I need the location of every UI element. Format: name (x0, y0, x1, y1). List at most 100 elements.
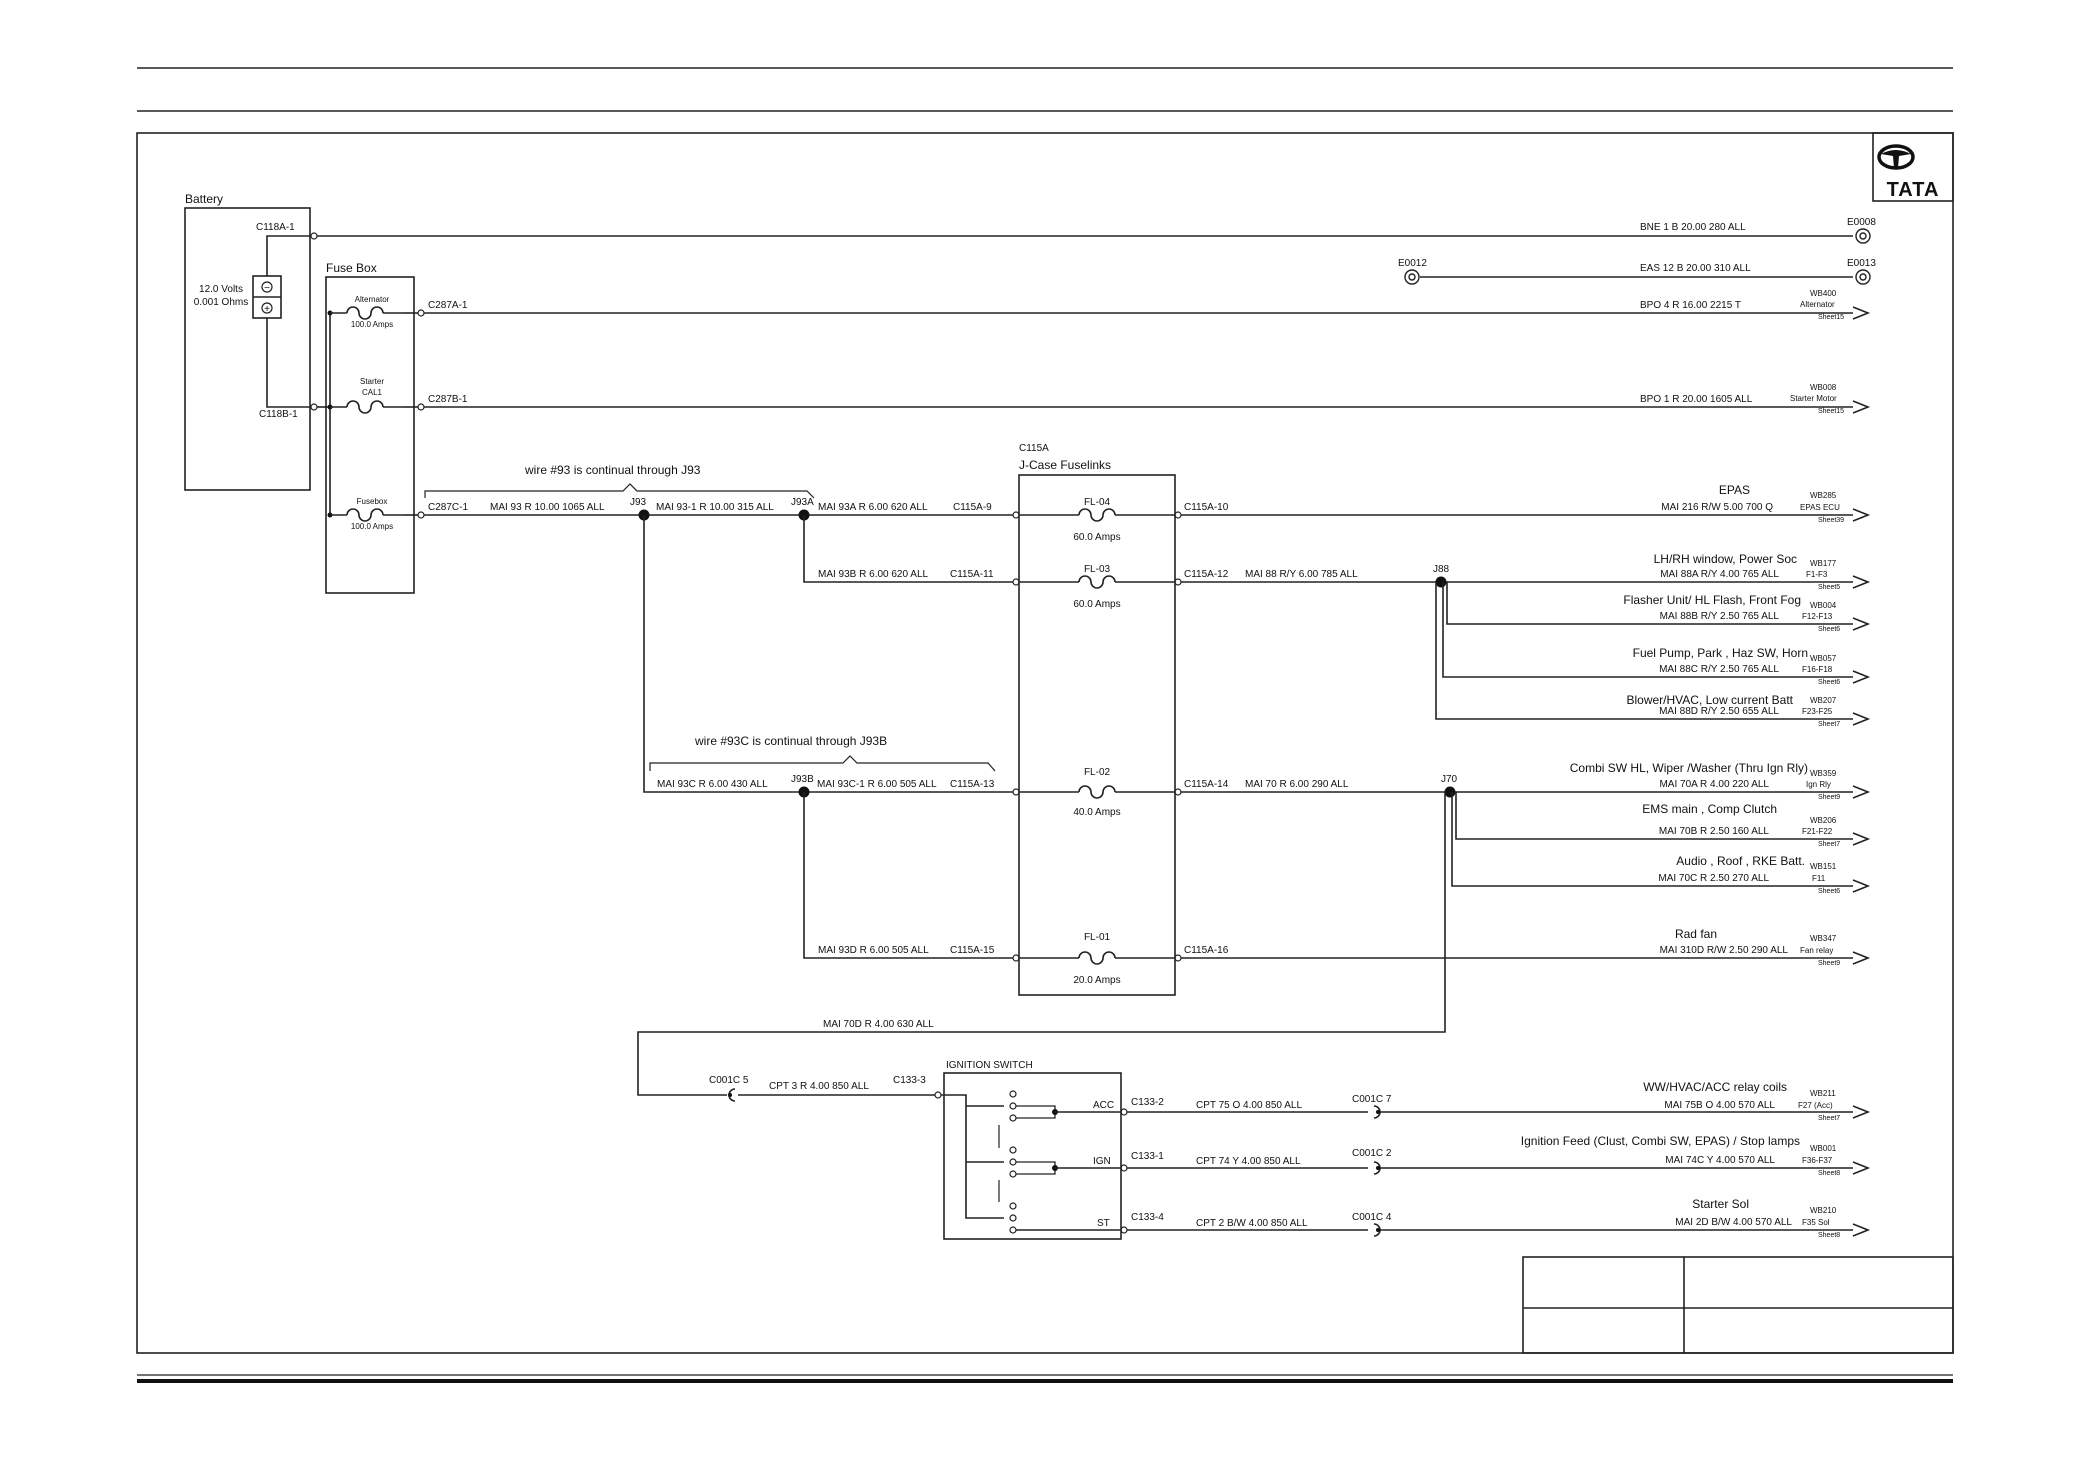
svg-text:C001C 4: C001C 4 (1352, 1212, 1392, 1223)
svg-text:Sheet6: Sheet6 (1818, 888, 1840, 895)
svg-text:MAI 88B R/Y 2.50 765 ALL: MAI 88B R/Y 2.50 765 ALL (1660, 611, 1780, 622)
svg-text:C115A: C115A (1019, 443, 1049, 454)
wire-93c (643, 515, 1013, 793)
svg-text:F12-F13: F12-F13 (1802, 612, 1833, 621)
svg-text:J93B: J93B (791, 774, 814, 785)
conn-c115a-9: C115A-9 (953, 502, 992, 513)
svg-text:Sheet7: Sheet7 (1818, 721, 1840, 728)
ground-e0008: E0008 (1847, 217, 1876, 244)
ign-output-st: C133-4 CPT 2 B/W 4.00 850 ALL C001C 4 St… (1127, 1197, 1871, 1239)
conn-c133-3: C133-3 (893, 1075, 926, 1086)
ignition-switch: IGNITION SWITCH ACC IGN ST (941, 1060, 1128, 1240)
svg-text:MAI 93D R 6.00 505 ALL: MAI 93D R 6.00 505 ALL (818, 945, 929, 956)
conn-c115a-16: C115A-16 (1184, 945, 1229, 956)
tata-logo: TATA (1872, 132, 1954, 202)
svg-text:CPT 2 B/W 4.00 850 ALL: CPT 2 B/W 4.00 850 ALL (1196, 1218, 1308, 1229)
jcase-fuselinks: C115A J-Case Fuselinks FL-04 60.0 Amps F… (1012, 443, 1182, 996)
svg-text:Rad fan: Rad fan (1675, 927, 1717, 941)
note-wire-93c: wire #93C is continual through J93B (649, 734, 996, 772)
svg-text:WW/HVAC/ACC relay coils: WW/HVAC/ACC relay coils (1643, 1080, 1787, 1094)
conn-c115a-14: C115A-14 (1184, 779, 1229, 790)
fuse-starter: Starter CAL1 (330, 377, 404, 414)
svg-text:WB001: WB001 (1810, 1144, 1837, 1153)
battery-conn-c118a: C118A-1 (256, 222, 295, 233)
svg-text:WB285: WB285 (1810, 491, 1837, 500)
wire-70b (1455, 792, 1853, 840)
svg-text:FL-02: FL-02 (1084, 767, 1111, 778)
fuse-box: Fuse Box Alternator 100.0 Amps Starter C… (317, 261, 425, 594)
wire-88d (1435, 582, 1853, 720)
svg-text:Ign Rly: Ign Rly (1806, 780, 1831, 789)
svg-text:Starter Sol: Starter Sol (1692, 1197, 1749, 1211)
wire-bpo1-label: BPO 1 R 20.00 1605 ALL (1640, 394, 1753, 405)
output-ems-main: EMS main , Comp Clutch MAI 70B R 2.50 16… (1642, 802, 1871, 848)
battery-minus: − (264, 283, 270, 294)
svg-text:C001C 2: C001C 2 (1352, 1148, 1392, 1159)
output-combi-sw: Combi SW HL, Wiper /Washer (Thru Ign Rly… (1570, 761, 1871, 801)
output-alternator: WB400 Alternator Sheet15 (1800, 289, 1871, 321)
svg-text:F21-F22: F21-F22 (1802, 827, 1833, 836)
svg-text:J93A: J93A (791, 497, 814, 508)
ign-output-acc: C133-2 CPT 75 O 4.00 850 ALL C001C 7 WW/… (1127, 1080, 1871, 1122)
svg-text:C001C 5: C001C 5 (709, 1075, 749, 1086)
title-block (1522, 1256, 1954, 1354)
svg-text:Sheet7: Sheet7 (1818, 1115, 1840, 1122)
svg-text:MAI 70C R 2.50 270 ALL: MAI 70C R 2.50 270 ALL (1658, 873, 1769, 884)
svg-text:40.0 Amps: 40.0 Amps (1073, 807, 1120, 818)
svg-text:J70: J70 (1441, 774, 1458, 785)
battery-block: Battery − + 12.0 Volts 0.001 Ohms C118A-… (184, 192, 318, 491)
svg-text:wire #93C is continual through: wire #93C is continual through J93B (694, 734, 887, 748)
output-flasher-unit: Flasher Unit/ HL Flash, Front Fog MAI 88… (1623, 593, 1871, 633)
svg-text:WB347: WB347 (1810, 934, 1837, 943)
svg-text:MAI 216 R/W 5.00 700 Q: MAI 216 R/W 5.00 700 Q (1661, 502, 1773, 513)
svg-text:60.0 Amps: 60.0 Amps (1073, 532, 1120, 543)
svg-text:Sheet15: Sheet15 (1818, 408, 1844, 415)
wire-eas12-label: EAS 12 B 20.00 310 ALL (1640, 263, 1751, 274)
fuse-fl02: FL-02 40.0 Amps (1019, 767, 1175, 818)
svg-text:Alternator: Alternator (1800, 300, 1835, 309)
svg-text:F11: F11 (1812, 874, 1826, 883)
ign-output-ign: C133-1 CPT 74 Y 4.00 850 ALL C001C 2 Ign… (1127, 1134, 1871, 1177)
svg-text:F1-F3: F1-F3 (1806, 570, 1828, 579)
output-starter-motor: WB008 Starter Motor Sheet15 (1790, 383, 1871, 415)
battery-ohms: 0.001 Ohms (194, 297, 248, 308)
svg-text:WB151: WB151 (1810, 862, 1837, 871)
note-wire-93: wire #93 is continual through J93 (424, 463, 815, 499)
svg-text:Sheet9: Sheet9 (1818, 960, 1840, 967)
svg-text:MAI 93B R 6.00 620 ALL: MAI 93B R 6.00 620 ALL (818, 569, 929, 580)
svg-text:Sheet6: Sheet6 (1818, 626, 1840, 633)
fuse-fl03: FL-03 60.0 Amps (1019, 564, 1175, 610)
svg-text:MAI 88A R/Y 4.00 765 ALL: MAI 88A R/Y 4.00 765 ALL (1660, 569, 1779, 580)
switch-pos-acc: ACC (1093, 1100, 1114, 1111)
ground-e0012: E0012 (1398, 258, 1427, 285)
svg-text:C133-2: C133-2 (1131, 1097, 1164, 1108)
svg-text:EMS main , Comp Clutch: EMS main , Comp Clutch (1642, 802, 1777, 816)
svg-text:MAI 74C Y 4.00 570 ALL: MAI 74C Y 4.00 570 ALL (1665, 1155, 1775, 1166)
svg-text:E0013: E0013 (1847, 258, 1876, 269)
battery-volts: 12.0 Volts (199, 284, 243, 295)
svg-text:Sheet8: Sheet8 (1818, 1232, 1840, 1239)
svg-text:MAI 93C R 6.00 430 ALL: MAI 93C R 6.00 430 ALL (657, 779, 768, 790)
conn-c115a-12: C115A-12 (1184, 569, 1229, 580)
fuse-alternator: Alternator 100.0 Amps (330, 295, 404, 329)
wire-88c (1442, 582, 1853, 678)
svg-text:wire #93 is continual through: wire #93 is continual through J93 (524, 463, 701, 477)
svg-text:Fuel Pump, Park , Haz SW, Horn: Fuel Pump, Park , Haz SW, Horn (1633, 646, 1808, 660)
wire-70d (637, 792, 1446, 1096)
drawing-border (136, 132, 1954, 1354)
svg-text:J88: J88 (1433, 564, 1450, 575)
svg-text:Sheet6: Sheet6 (1818, 679, 1840, 686)
wire-70-label: MAI 70 R 6.00 290 ALL (1245, 779, 1349, 790)
fuse-fl04: FL-04 60.0 Amps (1019, 497, 1175, 543)
svg-text:60.0 Amps: 60.0 Amps (1073, 599, 1120, 610)
conn-c287c: C287C-1 (428, 502, 468, 513)
switch-pos-ign: IGN (1093, 1156, 1111, 1167)
svg-text:MAI 310D R/W 2.50 290 ALL: MAI 310D R/W 2.50 290 ALL (1660, 945, 1789, 956)
svg-text:Flasher Unit/ HL Flash, Front: Flasher Unit/ HL Flash, Front Fog (1623, 593, 1801, 607)
svg-text:Fusebox: Fusebox (357, 497, 388, 506)
svg-text:20.0 Amps: 20.0 Amps (1073, 975, 1120, 986)
svg-text:Sheet7: Sheet7 (1818, 841, 1840, 848)
conn-c115a-10: C115A-10 (1184, 502, 1229, 513)
svg-text:F36-F37: F36-F37 (1802, 1156, 1833, 1165)
